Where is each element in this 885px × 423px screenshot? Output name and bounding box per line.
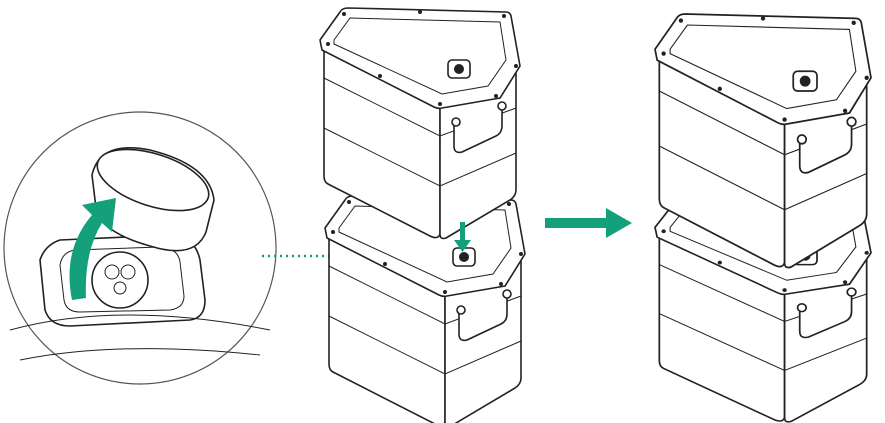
down-arrow-icon (454, 222, 471, 252)
connector-cap (91, 146, 215, 252)
right-arrow-icon (545, 208, 632, 238)
lift-arrow-icon (69, 198, 116, 300)
connector-cap-detail (3, 111, 277, 385)
